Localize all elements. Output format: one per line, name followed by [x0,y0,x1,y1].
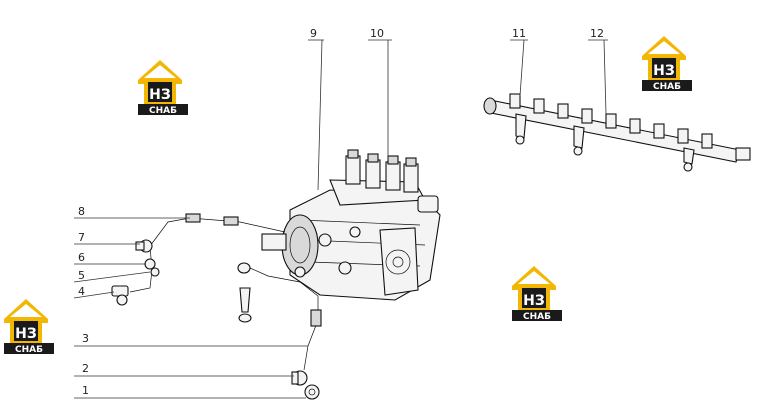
watermark-logo-top-right: НЗ СНАБ [642,36,692,92]
watermark-subtitle: СНАБ [149,106,177,116]
callout-6: 6 [78,251,85,264]
common-rail [483,93,751,172]
watermark-subtitle: СНАБ [523,312,551,322]
watermark-subtitle: СНАБ [653,82,681,92]
callout-12: 12 [590,27,604,40]
callout-9: 9 [310,27,317,40]
watermark-subtitle: СНАБ [15,345,43,355]
callout-7: 7 [78,231,85,244]
watermark-logo-bottom-left: НЗ СНАБ [4,299,54,355]
watermark-letters: НЗ [523,293,545,309]
watermark-letters: НЗ [653,63,675,79]
leader-line-4 [73,291,115,299]
rail-outlets [509,93,713,149]
callout-10: 10 [370,27,384,40]
watermark-letters: НЗ [149,87,171,103]
fuel-pipe-lower [237,262,322,371]
banjo-fitting-group-left [111,239,160,306]
callout-4: 4 [78,285,85,298]
banjo-fitting-group-bottom [291,370,320,400]
leader-line-9-drop [317,39,323,191]
watermark-logo-top-left: НЗ СНАБ [138,60,188,116]
leader-line-11-drop [519,39,525,97]
callout-1: 1 [82,384,89,397]
callout-8: 8 [78,205,85,218]
watermark-logo-middle-right: НЗ СНАБ [512,266,562,322]
delivery-valve-group [345,149,419,193]
leader-line-12-drop [603,39,607,115]
fuel-pipe-upper [129,213,286,293]
watermark-letters: НЗ [15,326,37,342]
callout-11: 11 [512,27,526,40]
callout-3: 3 [82,332,89,345]
callout-5: 5 [78,269,85,282]
callout-2: 2 [82,362,89,375]
fuel-injection-pump [261,149,441,301]
leader-line-5 [73,271,151,283]
